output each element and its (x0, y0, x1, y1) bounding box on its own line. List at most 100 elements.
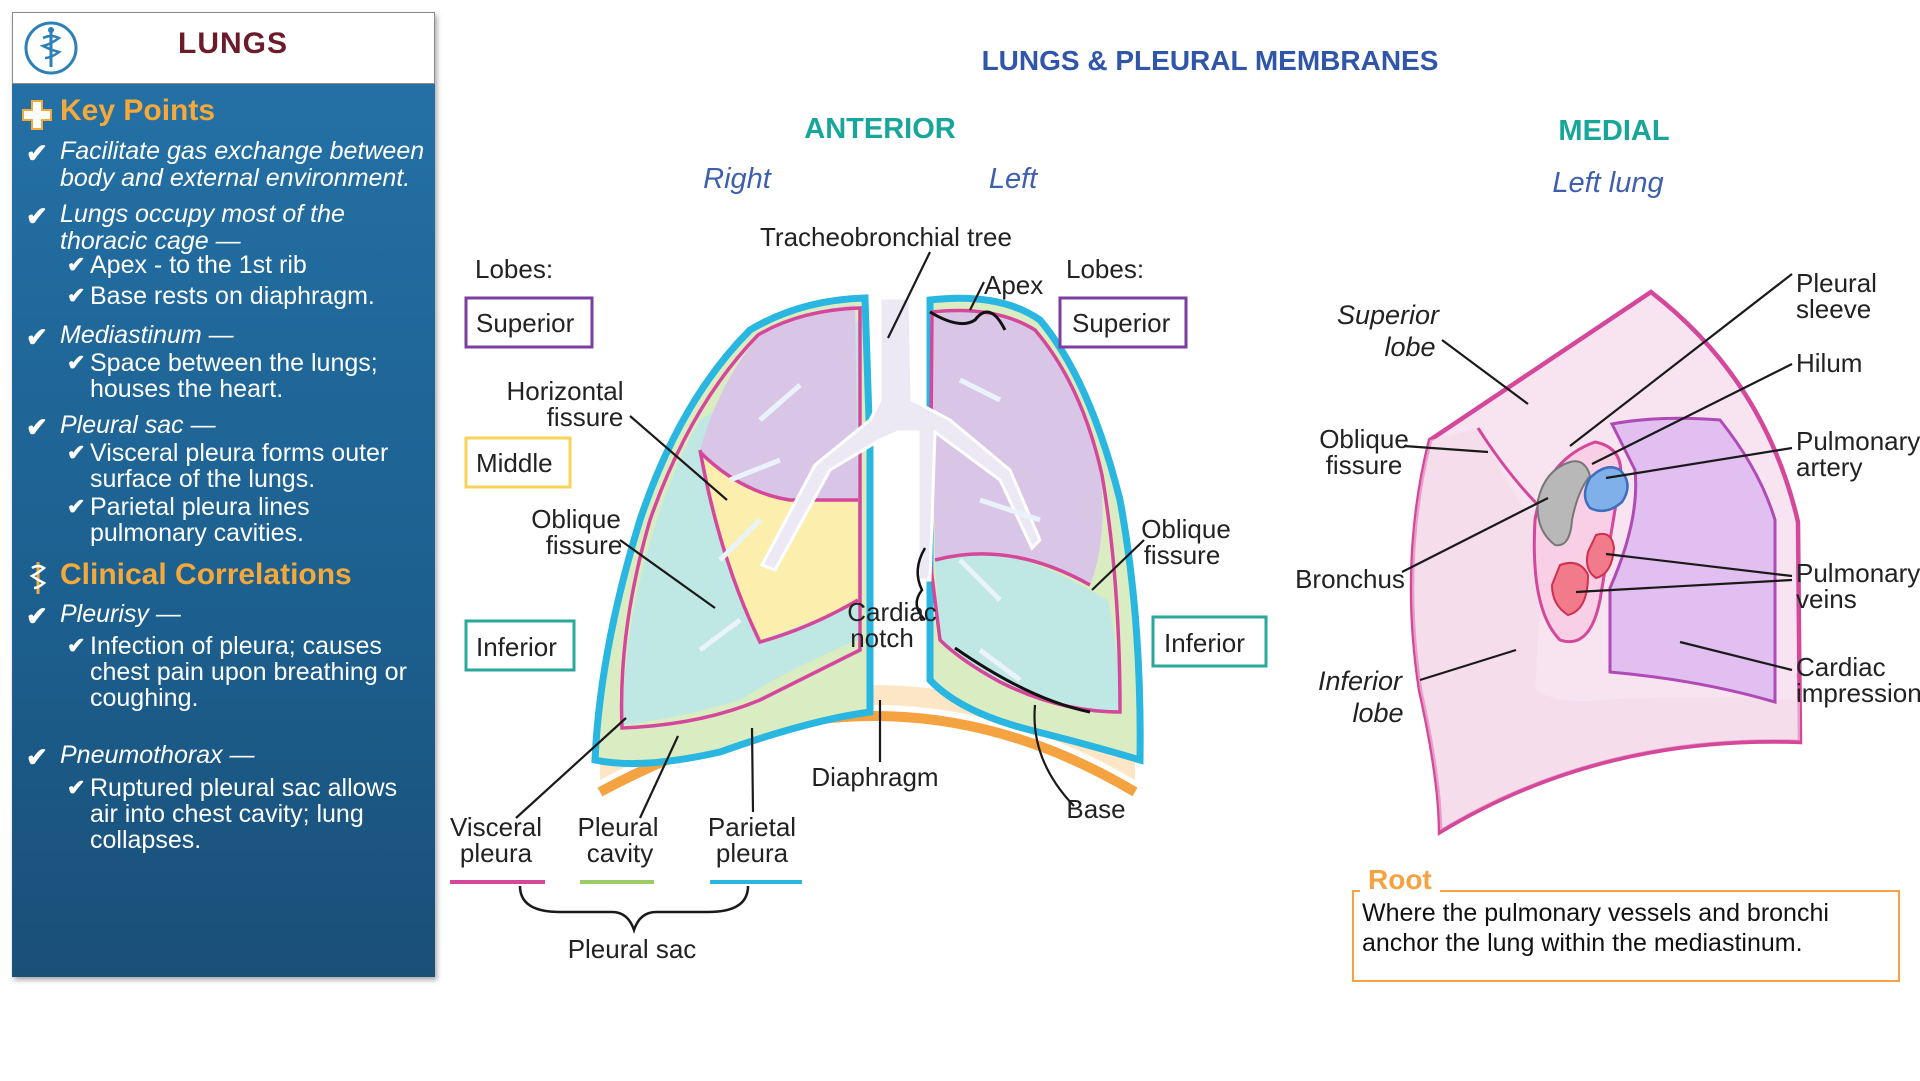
key-point-4-sub-2: Parietal pleura lines pulmonary cavities… (90, 493, 310, 547)
root-text: Where the pulmonary vessels and bronchi … (1362, 899, 1829, 957)
base-label: Base (1066, 794, 1125, 824)
check-icon: ✔ (26, 201, 48, 231)
key-point-2-sub-2: Base rests on diaphragm. (90, 282, 375, 310)
medial-superior-lobe-label-2: lobe (1384, 332, 1435, 362)
pulmonary-veins-label-1: Pulmonary (1796, 558, 1920, 588)
lobes-label-left: Lobes: (1066, 254, 1144, 284)
middle-box (464, 436, 572, 489)
medial-sub: Left lung (1552, 167, 1663, 199)
left-lung (926, 294, 1144, 765)
medial-inferior-lobe-label-1: Inferior (1318, 666, 1403, 696)
base-curve (954, 646, 1091, 714)
superior-box-left (1058, 296, 1188, 349)
check-icon: ✔ (67, 494, 86, 519)
key-point-4: Pleural sac — (60, 411, 216, 439)
pulmonary-veins-label-2: veins (1796, 584, 1857, 614)
bronchus-shape (1536, 460, 1592, 547)
right-label: Right (703, 163, 773, 195)
parietal-pleura-label-1: Parietal (708, 812, 796, 842)
oblique-fissure-right-label-2: fissure (546, 530, 623, 560)
horizontal-fissure-line (698, 450, 858, 502)
oblique-fissure-right-label-1: Oblique (531, 504, 621, 534)
horizontal-fissure-label-2: fissure (547, 402, 624, 432)
medial-left-lung (1409, 289, 1803, 836)
check-icon: ✔ (67, 252, 86, 277)
pleural-cavity-label-1: Pleural (578, 812, 659, 842)
key-point-2: Lungs occupy most of the thoracic cage — (60, 200, 345, 255)
key-point-2-sub-1: Apex - to the 1st rib (90, 251, 307, 279)
inferior-box-right (464, 619, 576, 672)
pleural-sleeve-label-1: Pleural (1796, 268, 1877, 298)
pulmonary-artery-shape (1583, 466, 1629, 513)
key-point-4-sub-1: Visceral pleura forms outer surface of t… (90, 439, 389, 493)
pleural-sac-label: Pleural sac (568, 934, 697, 964)
clinical-correlations-heading: Clinical Correlations (60, 558, 352, 591)
superior-label-right: Superior (476, 308, 575, 338)
check-icon: ✔ (26, 322, 48, 352)
medial-cardiac-impression (1608, 416, 1777, 705)
middle-label: Middle (476, 448, 553, 478)
visceral-pleura-label-2: pleura (460, 838, 533, 868)
medial-heading: MEDIAL (1558, 115, 1669, 147)
tracheobronchial-label: Tracheobronchial tree (760, 222, 1012, 252)
check-icon: ✔ (26, 138, 48, 168)
check-icon: ✔ (26, 742, 48, 772)
left-inferior-lobe (935, 553, 1120, 712)
left-oblique-fissure-line (934, 552, 1091, 587)
clinical-2: Pneumothorax — (60, 741, 255, 769)
inferior-label-right: Inferior (476, 632, 557, 662)
key-point-3-sub-1: Space between the lungs; houses the hear… (90, 349, 378, 403)
sidebar-title: LUNGS (178, 27, 288, 60)
caduceus-logo-icon (24, 21, 78, 75)
medical-snake-icon (29, 562, 47, 594)
pleural-cavity-label-2: cavity (587, 838, 653, 868)
medial-base-line (1439, 740, 1801, 834)
cardiac-impression-label-1: Cardiac (1796, 652, 1886, 682)
left-superior-lobe (930, 312, 1103, 585)
key-point-3: Mediastinum — (60, 321, 234, 349)
hilum-label: Hilum (1796, 348, 1862, 378)
pleural-sleeve-label-2: sleeve (1796, 294, 1871, 324)
sidebar-body: Key Points ✔ Facilitate gas exchange bet… (12, 84, 435, 977)
apex-label: Apex (984, 270, 1043, 300)
right-visceral-pleura (619, 306, 862, 730)
inferior-label-left: Inferior (1164, 628, 1245, 658)
inferior-box-left (1151, 615, 1268, 668)
visceral-pleura-label-1: Visceral (450, 812, 542, 842)
medial-oblique-fissure-label-1: Oblique (1319, 424, 1409, 454)
check-icon: ✔ (67, 775, 86, 800)
oblique-fissure-left-label-2: fissure (1144, 540, 1221, 570)
medial-superior-lobe-label-1: Superior (1337, 300, 1440, 330)
root-definition-box (1352, 890, 1900, 982)
pleural-sac-brace (518, 885, 750, 934)
key-points-heading: Key Points (60, 94, 216, 127)
apex-curve (929, 310, 1007, 331)
pulmonary-artery-label-2: artery (1796, 452, 1862, 482)
cardiac-notch-label-1: Cardiac (847, 597, 937, 627)
sidebar: LUNGS Key Points ✔ Facilitate gas exchan… (12, 12, 435, 977)
oblique-fissure-left-label-1: Oblique (1141, 514, 1231, 544)
check-icon: ✔ (67, 633, 86, 658)
diaphragm-label: Diaphragm (811, 762, 938, 792)
anterior-heading: ANTERIOR (804, 113, 956, 145)
pulmonary-vein-lower (1550, 562, 1590, 617)
pulmonary-vein-upper (1586, 532, 1616, 580)
right-lung (591, 294, 874, 768)
check-icon: ✔ (26, 412, 48, 442)
superior-box-right (464, 296, 594, 349)
medial-inferior-lobe-label-2: lobe (1352, 698, 1403, 728)
clinical-2-sub-1: Ruptured pleural sac allows air into che… (90, 774, 398, 854)
cardiac-notch-curve (915, 547, 927, 621)
check-icon: ✔ (26, 601, 48, 631)
medial-inferior-lobe (1412, 428, 1800, 832)
key-point-1: Facilitate gas exchange between body and… (60, 137, 425, 192)
plus-icon (22, 100, 52, 130)
horizontal-fissure-label-1: Horizontal (506, 376, 623, 406)
check-icon: ✔ (67, 283, 86, 308)
bronchus-label: Bronchus (1295, 564, 1405, 594)
clinical-1-sub-1: Infection of pleura; causes chest pain u… (90, 632, 407, 712)
lobes-label-right: Lobes: (475, 254, 553, 284)
root-title: Root (1360, 864, 1440, 896)
cardiac-notch-label-2: notch (850, 623, 914, 653)
